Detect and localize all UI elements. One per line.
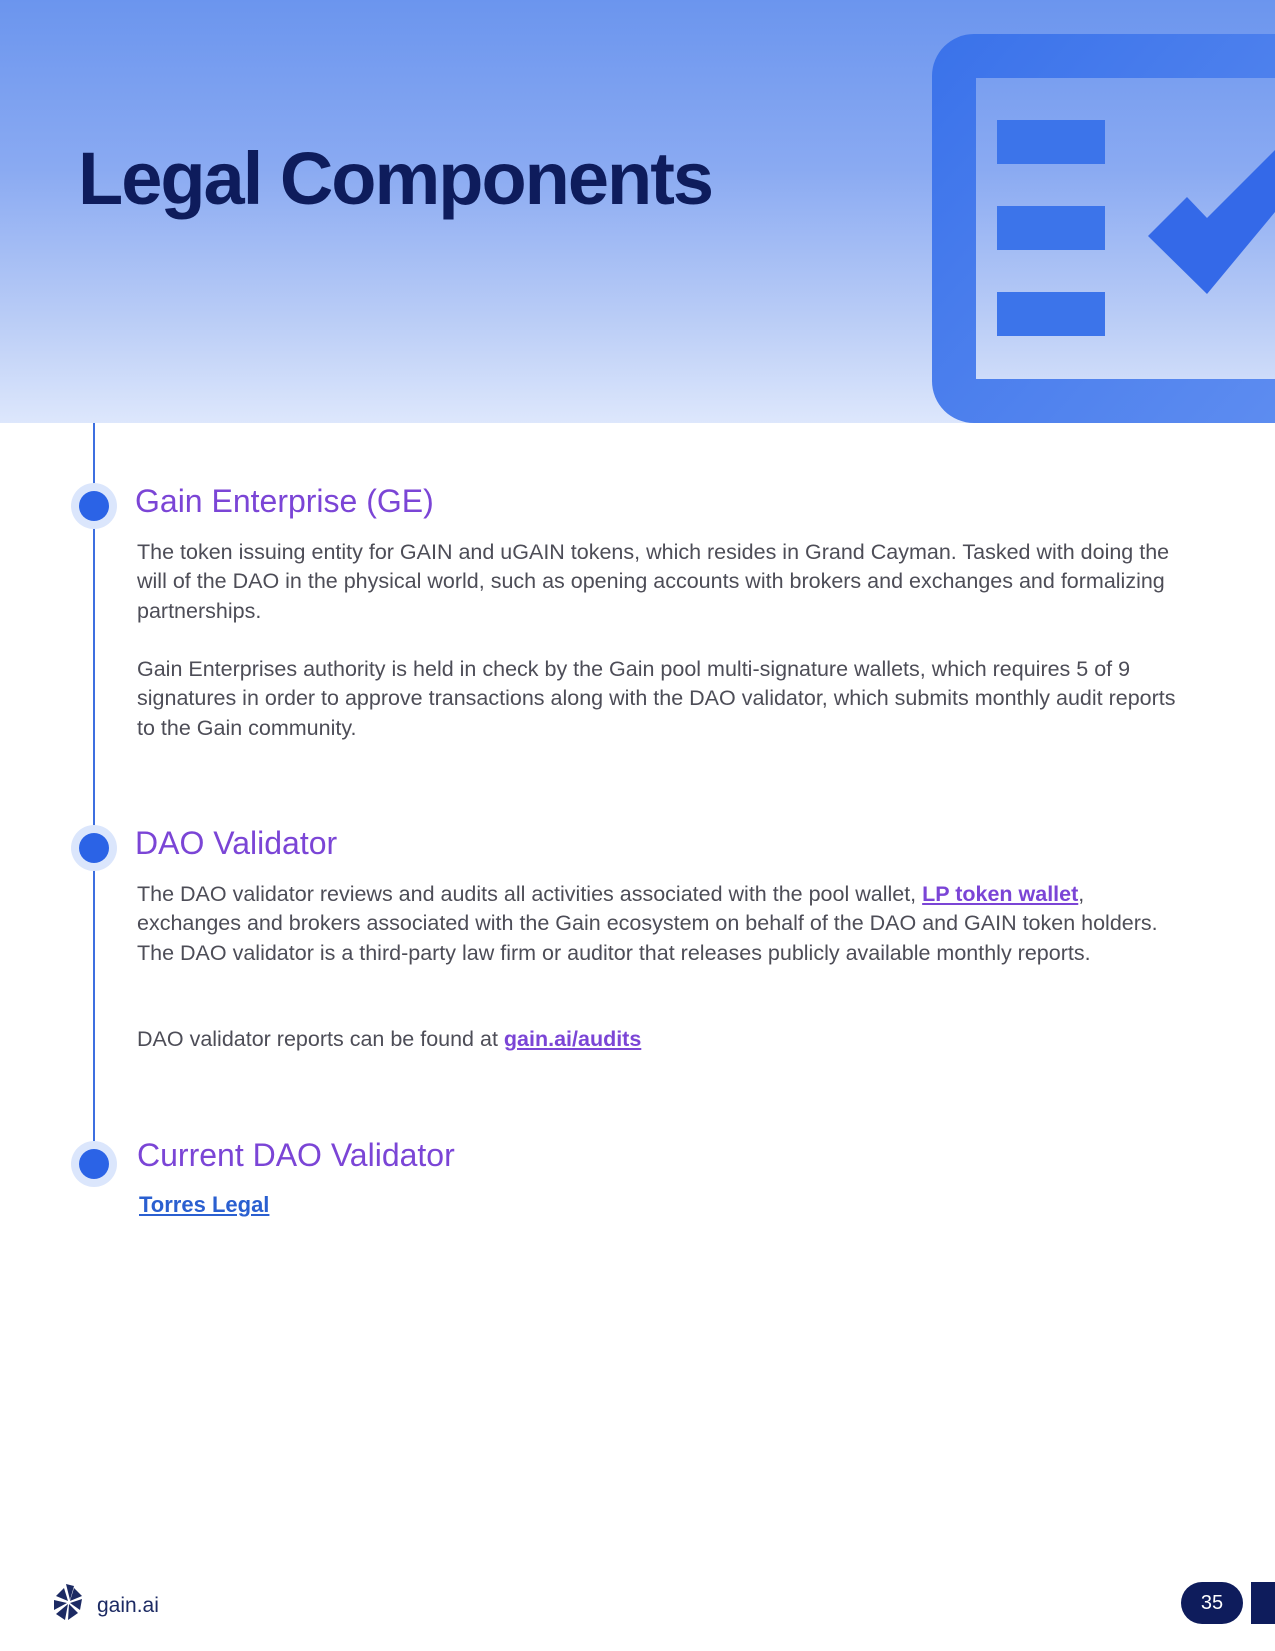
timeline-dot-current-validator — [71, 1141, 117, 1187]
paragraph-gain-enterprise-role: The token issuing entity for GAIN and uG… — [137, 540, 1170, 623]
text-segment: The DAO validator reviews and audits all… — [137, 882, 923, 906]
torres-legal-link[interactable]: Torres Legal — [139, 1192, 270, 1217]
page-title: Legal Components — [78, 137, 714, 220]
timeline-line — [93, 423, 95, 1163]
section-heading-gain-enterprise: Gain Enterprise (GE) — [135, 483, 434, 519]
paragraph-dao-validator-description: The DAO validator reviews and audits all… — [137, 880, 1177, 968]
footer-brand: gain.ai — [97, 1594, 159, 1617]
timeline-dot-gain-enterprise — [71, 483, 117, 529]
hero-banner: Legal Components — [0, 0, 1275, 423]
timeline-dot-dao-validator — [71, 825, 117, 871]
page-number: 35 — [1181, 1582, 1243, 1624]
text-segment: , exchanges and brokers associated with … — [137, 882, 1158, 965]
paragraph-dao-validator-reports: DAO validator reports can be found at ga… — [137, 1025, 1177, 1054]
text-segment: DAO validator reports can be found at — [137, 1027, 504, 1051]
section-heading-dao-validator: DAO Validator — [135, 825, 338, 861]
lp-token-wallet-link[interactable]: LP token wallet — [922, 882, 1079, 906]
page-tab-marker — [1251, 1582, 1275, 1624]
audits-link[interactable]: gain.ai/audits — [503, 1027, 642, 1051]
paragraph-gain-enterprise-authority: Gain Enterprises authority is held in ch… — [137, 657, 1176, 740]
section-heading-current-validator: Current DAO Validator — [137, 1137, 455, 1173]
gain-logo-icon — [54, 1584, 82, 1620]
checklist-icon — [932, 34, 1275, 423]
